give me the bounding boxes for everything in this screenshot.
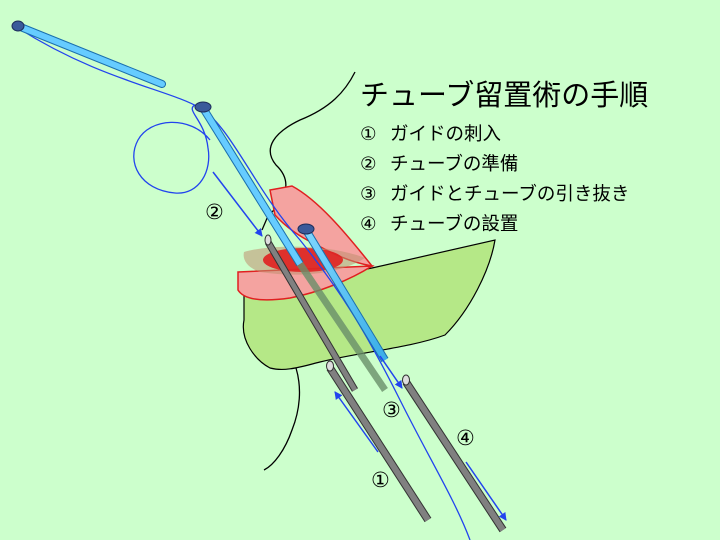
diagram-label-4: ④ — [456, 426, 475, 450]
guide-rod-4 — [402, 374, 507, 533]
tube-upper — [194, 101, 388, 392]
step-text-3: ガイドとチューブの引き抜き — [390, 184, 630, 205]
wire-loop — [133, 104, 211, 194]
step-item-4: ④ チューブの設置 — [360, 210, 648, 240]
step-number-3: ③ — [360, 184, 377, 205]
guide-wire — [17, 27, 471, 540]
outer-tube — [11, 20, 166, 88]
diagram-label-3: ③ — [382, 398, 401, 422]
step-number-1: ① — [360, 124, 377, 145]
step-item-1: ① ガイドの刺入 — [360, 120, 648, 150]
arrow-step-4 — [465, 461, 507, 521]
arrow-step-1 — [334, 391, 379, 453]
step-text-1: ガイドの刺入 — [390, 124, 502, 145]
arrow-step-3 — [379, 355, 403, 389]
step-text-4: チューブの設置 — [390, 214, 519, 235]
diagram-label-1: ① — [371, 468, 390, 492]
chin-outline — [263, 367, 301, 471]
step-number-4: ④ — [360, 214, 377, 235]
guide-rod-center — [264, 234, 359, 392]
step-text-2: チューブの準備 — [390, 154, 519, 175]
page-title: チューブ留置術の手順 — [360, 78, 649, 112]
tissue-block — [242, 239, 496, 371]
step-item-3: ③ ガイドとチューブの引き抜き — [360, 180, 648, 210]
guide-rod-1 — [326, 360, 432, 523]
step-number-2: ② — [360, 154, 377, 175]
tube-center — [297, 223, 389, 363]
arrow-step-2 — [212, 171, 263, 237]
lower-mucosa — [237, 265, 375, 301]
diagram-label-2: ② — [205, 200, 224, 224]
title-block: チューブ留置術の手順 ① ガイドの刺入 ② チューブの準備 ③ ガイドとチューブの引き… — [360, 72, 648, 240]
step-item-2: ② チューブの準備 — [360, 150, 648, 180]
